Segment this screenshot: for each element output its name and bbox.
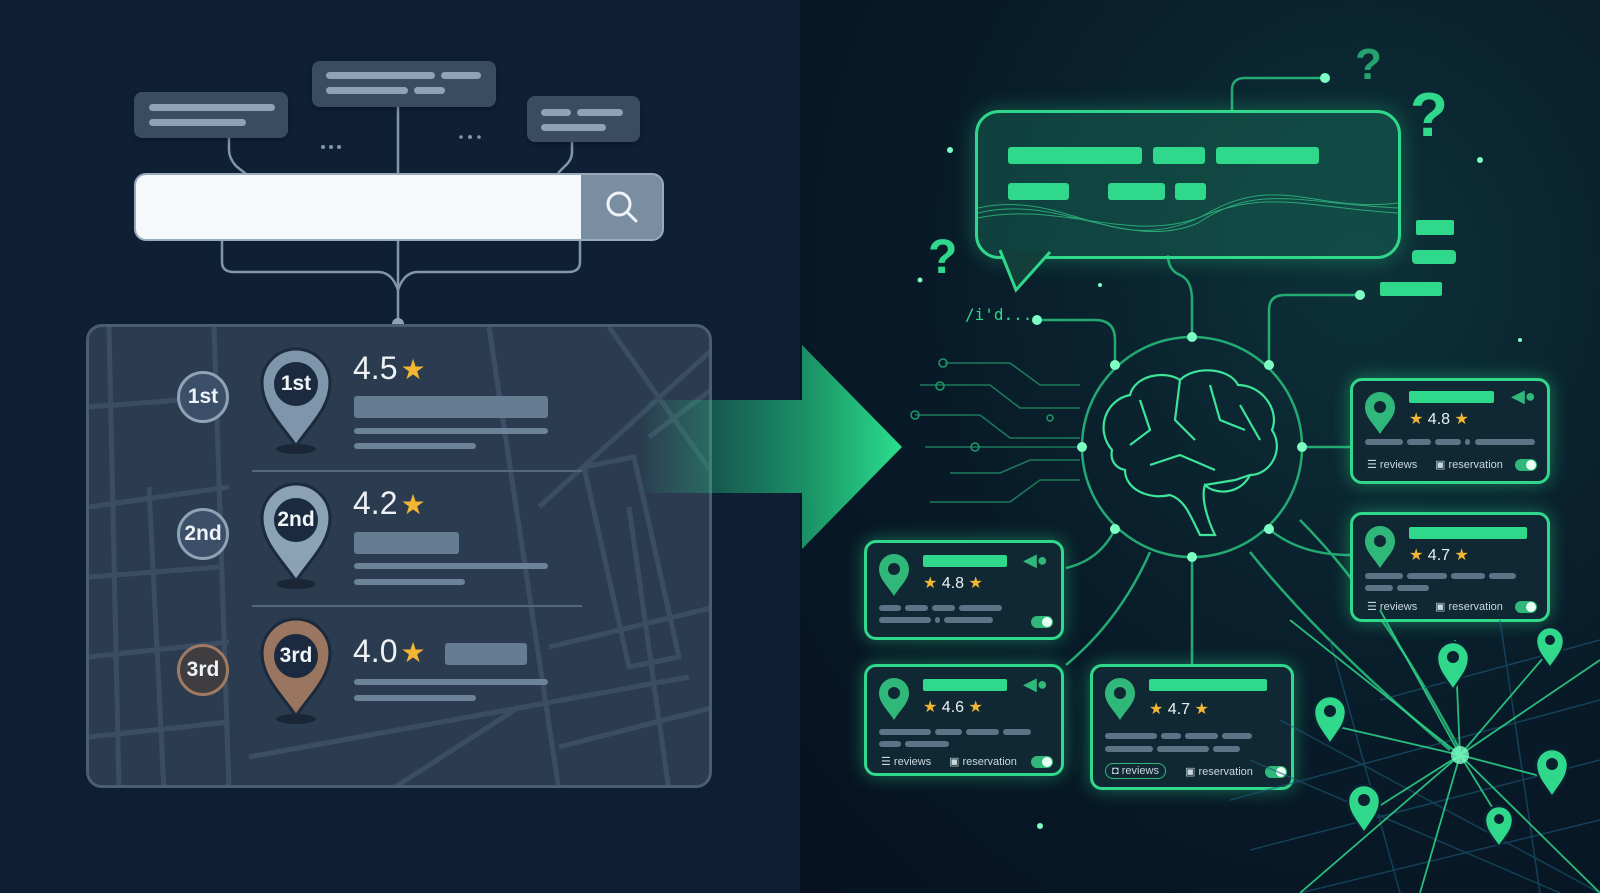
rank-badge-3rd: 3rd <box>177 644 229 696</box>
star-icon: ★ <box>1194 701 1209 718</box>
toggle-switch[interactable] <box>1031 616 1053 628</box>
location-pin-icon <box>879 678 909 720</box>
location-pin-icon <box>1365 526 1395 568</box>
star-icon: ★ <box>1454 547 1469 564</box>
question-mark-icon: ? <box>1355 40 1382 89</box>
search-button[interactable] <box>581 175 662 239</box>
rank-badge-1st: 1st <box>177 371 229 423</box>
search-input[interactable] <box>136 175 581 239</box>
rating-2nd: 4.2★ <box>353 485 426 521</box>
reviews-link[interactable]: ☰ reviews <box>1367 601 1418 613</box>
suggestion-card-left[interactable] <box>134 92 288 138</box>
toggle-switch[interactable] <box>1031 756 1053 768</box>
toggle-switch[interactable] <box>1515 459 1537 471</box>
result-card-mid-left[interactable]: ◀● ★ 4.8 ★ <box>864 540 1064 640</box>
question-mark-icon: ? <box>1410 81 1448 150</box>
location-pin-icon <box>1365 392 1395 434</box>
star-icon: ★ <box>400 354 426 385</box>
star-icon: ★ <box>968 699 983 716</box>
result-card-top-right[interactable]: ◀● ★ 4.8 ★ ☰ reviews ▣ reservation <box>1350 378 1550 484</box>
reviews-link[interactable]: ☰ reviews <box>1367 459 1418 471</box>
star-icon: ★ <box>1409 547 1424 564</box>
result-card-bottom-left[interactable]: ◀● ★ 4.6 ★ ☰ reviews ▣ reservation <box>864 664 1064 776</box>
code-fragment: /i'd... <box>965 305 1033 324</box>
location-pin-icon <box>1105 678 1135 720</box>
result-card-bottom-center[interactable]: ★ 4.7 ★ ◘ reviews ▣ reservation <box>1090 664 1294 790</box>
wave-lines <box>978 194 1398 233</box>
fish-icon: ◀● <box>1023 674 1048 694</box>
question-mark-icon: ? <box>928 231 958 284</box>
star-icon: ★ <box>923 699 938 716</box>
glyph-fragments <box>1380 220 1462 300</box>
pin-label-3rd: 3rd <box>279 644 313 667</box>
rating-3rd: 4.0★ <box>353 633 426 669</box>
fish-icon: ◀● <box>1511 386 1536 406</box>
pin-label-2nd: 2nd <box>277 508 315 531</box>
location-pin-icon <box>879 554 909 596</box>
fish-icon: ◀● <box>1023 550 1048 570</box>
star-icon: ★ <box>1454 411 1469 428</box>
rating-1st: 4.5★ <box>353 350 426 386</box>
query-speech-bubble <box>975 110 1401 259</box>
star-icon: ★ <box>968 575 983 592</box>
reviews-link[interactable]: ☰ reviews <box>881 756 932 768</box>
star-icon: ★ <box>400 637 426 668</box>
pin-label-1st: 1st <box>280 372 312 395</box>
reservation-link[interactable]: ▣ reservation <box>949 756 1017 768</box>
star-icon: ★ <box>923 575 938 592</box>
star-icon: ★ <box>1149 701 1164 718</box>
toggle-switch[interactable] <box>1265 766 1287 778</box>
toggle-switch[interactable] <box>1515 601 1537 613</box>
reservation-link[interactable]: ▣ reservation <box>1185 766 1253 778</box>
star-icon: ★ <box>1409 411 1424 428</box>
reservation-link[interactable]: ▣ reservation <box>1435 601 1503 613</box>
reviews-button[interactable]: ◘ reviews <box>1105 763 1166 779</box>
suggestion-card-right[interactable] <box>527 96 640 142</box>
result-card-mid-right[interactable]: ★ 4.7 ★ ☰ reviews ▣ reservation <box>1350 512 1550 622</box>
search-icon <box>606 191 638 223</box>
star-icon: ★ <box>400 489 426 520</box>
search-bar <box>134 173 664 241</box>
reservation-link[interactable]: ▣ reservation <box>1435 459 1503 471</box>
rank-badge-2nd: 2nd <box>177 508 229 560</box>
suggestion-card-center[interactable] <box>312 61 496 107</box>
